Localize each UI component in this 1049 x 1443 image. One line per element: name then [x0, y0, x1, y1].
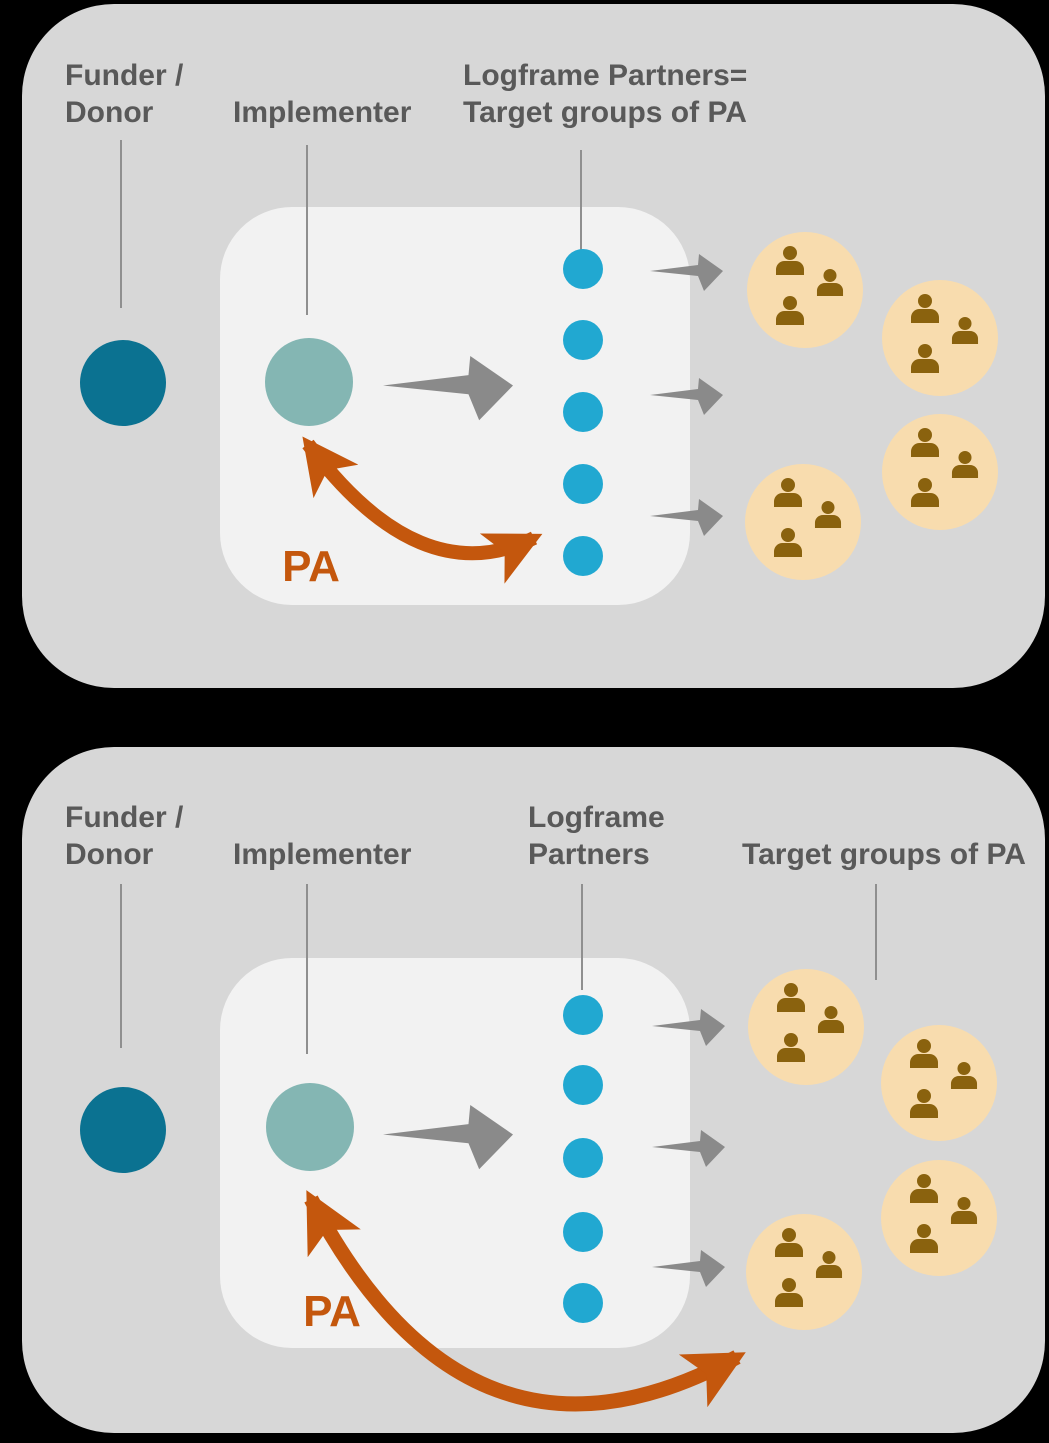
leader-line-implementer: [306, 145, 308, 315]
leader-line-funder: [120, 884, 122, 1048]
target-group-circle: [881, 1160, 997, 1276]
target-group-circle: [882, 414, 998, 530]
logframe-partner-dot: [563, 1283, 603, 1323]
partner-to-target-arrow-icon: [652, 1250, 725, 1288]
logframe-partner-dot: [563, 249, 603, 289]
partner-to-target-arrow-icon: [652, 1009, 725, 1047]
funder-circle: [80, 340, 166, 426]
people-icon: [777, 983, 845, 1062]
pa-label: PA: [303, 1287, 361, 1336]
logframe-partners-label: Logframe Partners=Target groups of PA: [463, 59, 748, 129]
leader-line-funder: [120, 140, 122, 308]
target-group-circle: [745, 464, 861, 580]
logframe-partner-dot: [563, 464, 603, 504]
partner-to-target-arrow-icon: [650, 378, 723, 416]
people-icon: [775, 1228, 843, 1307]
logframe-partner-dot: [563, 995, 603, 1035]
logframe-partner-dot: [563, 320, 603, 360]
logframe-partner-dot: [563, 536, 603, 576]
pa-label: PA: [282, 542, 340, 591]
partner-to-target-arrow-icon: [652, 1130, 725, 1168]
leader-line-partners: [581, 884, 583, 990]
logframe-partner-dot: [563, 1065, 603, 1105]
target-group-circle: [747, 232, 863, 348]
implementer-label: Implementer: [233, 838, 412, 871]
logframe-partner-dot: [563, 1212, 603, 1252]
partner-to-target-arrow-icon: [650, 254, 723, 292]
logframe-partner-dot: [563, 1138, 603, 1178]
target-group-circle: [746, 1214, 862, 1330]
funder-donor-label: Funder /Donor: [65, 801, 184, 871]
people-icon: [911, 428, 979, 507]
partner-to-target-arrow-icon: [650, 499, 723, 537]
people-icon: [910, 1174, 978, 1253]
implementer-circle: [266, 1083, 354, 1171]
people-icon: [910, 1039, 978, 1118]
logframe-partner-dot: [563, 392, 603, 432]
target-group-circle: [882, 280, 998, 396]
target-group-circle: [881, 1025, 997, 1141]
leader-line-implementer: [306, 884, 308, 1054]
people-icon: [774, 478, 842, 557]
implementer-to-partners-arrow-icon: [383, 356, 513, 422]
funder-donor-label: Funder /Donor: [65, 59, 184, 129]
implementer-label: Implementer: [233, 96, 412, 129]
funder-circle: [80, 1087, 166, 1173]
implementer-to-partners-arrow-icon: [383, 1105, 513, 1171]
target-groups-label: Target groups of PA: [742, 838, 1026, 871]
implementer-circle: [265, 338, 353, 426]
leader-line-partners: [580, 150, 582, 250]
panel-logframe-equals-targets: Funder /Donor Implementer Logframe Partn…: [22, 4, 1045, 688]
people-icon: [911, 294, 979, 373]
people-icon: [776, 246, 844, 325]
leader-line-targets: [875, 884, 877, 980]
target-group-circle: [748, 969, 864, 1085]
